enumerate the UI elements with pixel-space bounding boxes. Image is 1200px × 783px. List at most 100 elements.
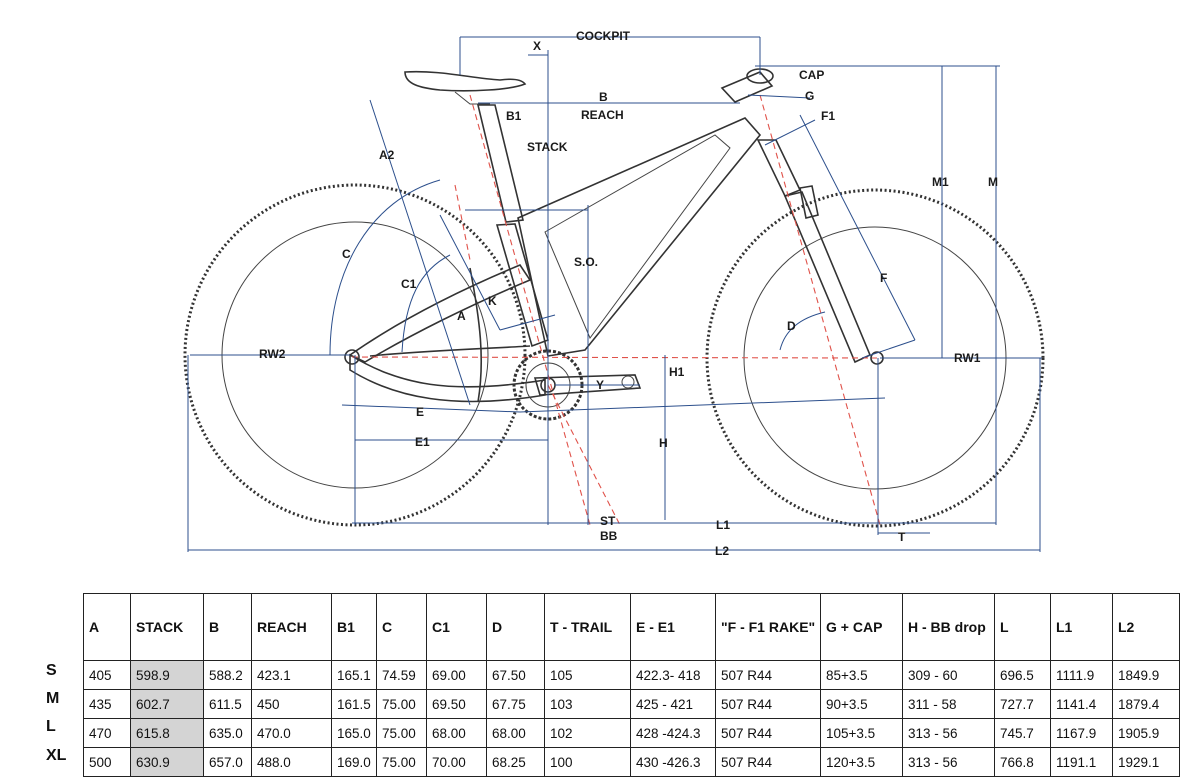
table-cell: 430 -426.3: [630, 747, 716, 777]
table-cell: 1929.1: [1112, 747, 1180, 777]
table-cell: 1141.4: [1050, 689, 1113, 719]
label-c: C: [342, 247, 351, 261]
table-cell: 425 - 421: [630, 689, 716, 719]
table-cell: 1879.4: [1112, 689, 1180, 719]
table-cell: 1905.9: [1112, 718, 1180, 748]
label-e: E: [416, 405, 424, 419]
table-cell: 588.2: [203, 660, 252, 690]
label-x: X: [533, 39, 541, 53]
label-f: F: [880, 271, 887, 285]
table-cell: 635.0: [203, 718, 252, 748]
size-label-xl: XL: [46, 747, 67, 764]
table-cell: 745.7: [994, 718, 1051, 748]
header-l: L: [994, 593, 1051, 661]
table-cell: 313 - 56: [902, 718, 995, 748]
label-m: M: [988, 175, 998, 189]
label-e1: E1: [415, 435, 430, 449]
label-f1: F1: [821, 109, 835, 123]
table-cell: 75.00: [376, 689, 427, 719]
table-cell: 488.0: [251, 747, 332, 777]
table-cell: 105: [544, 660, 631, 690]
table-cell: 423.1: [251, 660, 332, 690]
table-cell: 68.25: [486, 747, 545, 777]
table-cell: 67.50: [486, 660, 545, 690]
table-cell: 120+3.5: [820, 747, 903, 777]
label-reach: REACH: [581, 108, 624, 122]
label-a2: A2: [379, 148, 395, 162]
label-t: T: [898, 530, 906, 544]
size-label-l: L: [46, 718, 56, 735]
header-stack: STACK: [130, 593, 204, 661]
geometry-centerlines: [351, 94, 881, 526]
header-rake: "F - F1 RAKE": [715, 593, 821, 661]
table-cell: 507 R44: [715, 689, 821, 719]
header-d: D: [486, 593, 545, 661]
table-cell: 1191.1: [1050, 747, 1113, 777]
table-cell: 169.0: [331, 747, 377, 777]
table-cell: 68.00: [486, 718, 545, 748]
label-b1: B1: [506, 109, 522, 123]
table-cell: 507 R44: [715, 660, 821, 690]
label-so: S.O.: [574, 255, 598, 269]
dimension-lines: [187, 36, 1042, 552]
table-cell: 696.5: [994, 660, 1051, 690]
table-cell: 103: [544, 689, 631, 719]
label-c1: C1: [401, 277, 417, 291]
label-l2: L2: [715, 544, 729, 558]
header-b: B: [203, 593, 252, 661]
label-y: Y: [596, 378, 604, 392]
header-g-cap: G + CAP: [820, 593, 903, 661]
label-m1: M1: [932, 175, 949, 189]
header-l2: L2: [1112, 593, 1180, 661]
table-cell: 1849.9: [1112, 660, 1180, 690]
table-cell: 405: [83, 660, 131, 690]
label-h: H: [659, 436, 668, 450]
label-d: D: [787, 319, 796, 333]
label-l1: L1: [716, 518, 730, 532]
table-cell: 507 R44: [715, 718, 821, 748]
table-cell: 428 -424.3: [630, 718, 716, 748]
label-rw2: RW2: [259, 347, 286, 361]
table-cell: 500: [83, 747, 131, 777]
table-cell: 1167.9: [1050, 718, 1113, 748]
header-a: A: [83, 593, 131, 661]
header-reach: REACH: [251, 593, 332, 661]
table-cell: 657.0: [203, 747, 252, 777]
table-cell: 69.00: [426, 660, 487, 690]
label-b: B: [599, 90, 608, 104]
label-a: A: [457, 309, 466, 323]
label-rw1: RW1: [954, 351, 981, 365]
header-trail: T - TRAIL: [544, 593, 631, 661]
label-h1: H1: [669, 365, 685, 379]
bike-geometry-diagram: COCKPIT X CAP B REACH G B1 F1 A2 STACK M…: [183, 29, 1045, 558]
table-cell: 766.8: [994, 747, 1051, 777]
table-cell: 507 R44: [715, 747, 821, 777]
geometry-table: A STACK B REACH B1 C C1 D T - TRAIL E - …: [83, 593, 1180, 777]
table-cell: 1111.9: [1050, 660, 1113, 690]
table-cell: 727.7: [994, 689, 1051, 719]
label-k: K: [488, 294, 497, 308]
table-cell: 69.50: [426, 689, 487, 719]
table-cell: 611.5: [203, 689, 252, 719]
table-cell: 602.7: [130, 689, 204, 719]
table-cell: 105+3.5: [820, 718, 903, 748]
table-cell: 67.75: [486, 689, 545, 719]
table-cell: 435: [83, 689, 131, 719]
table-cell: 313 - 56: [902, 747, 995, 777]
label-g: G: [805, 89, 814, 103]
table-cell: 74.59: [376, 660, 427, 690]
size-label-m: M: [46, 690, 60, 707]
label-stack: STACK: [527, 140, 568, 154]
label-st: ST: [600, 514, 616, 528]
table-cell: 311 - 58: [902, 689, 995, 719]
header-c1: C1: [426, 593, 487, 661]
table-cell: 75.00: [376, 747, 427, 777]
table-header-row: A STACK B REACH B1 C C1 D T - TRAIL E - …: [83, 593, 1180, 661]
size-label-s: S: [46, 662, 57, 679]
header-b1: B1: [331, 593, 377, 661]
table-cell: 85+3.5: [820, 660, 903, 690]
label-cockpit: COCKPIT: [576, 29, 631, 43]
